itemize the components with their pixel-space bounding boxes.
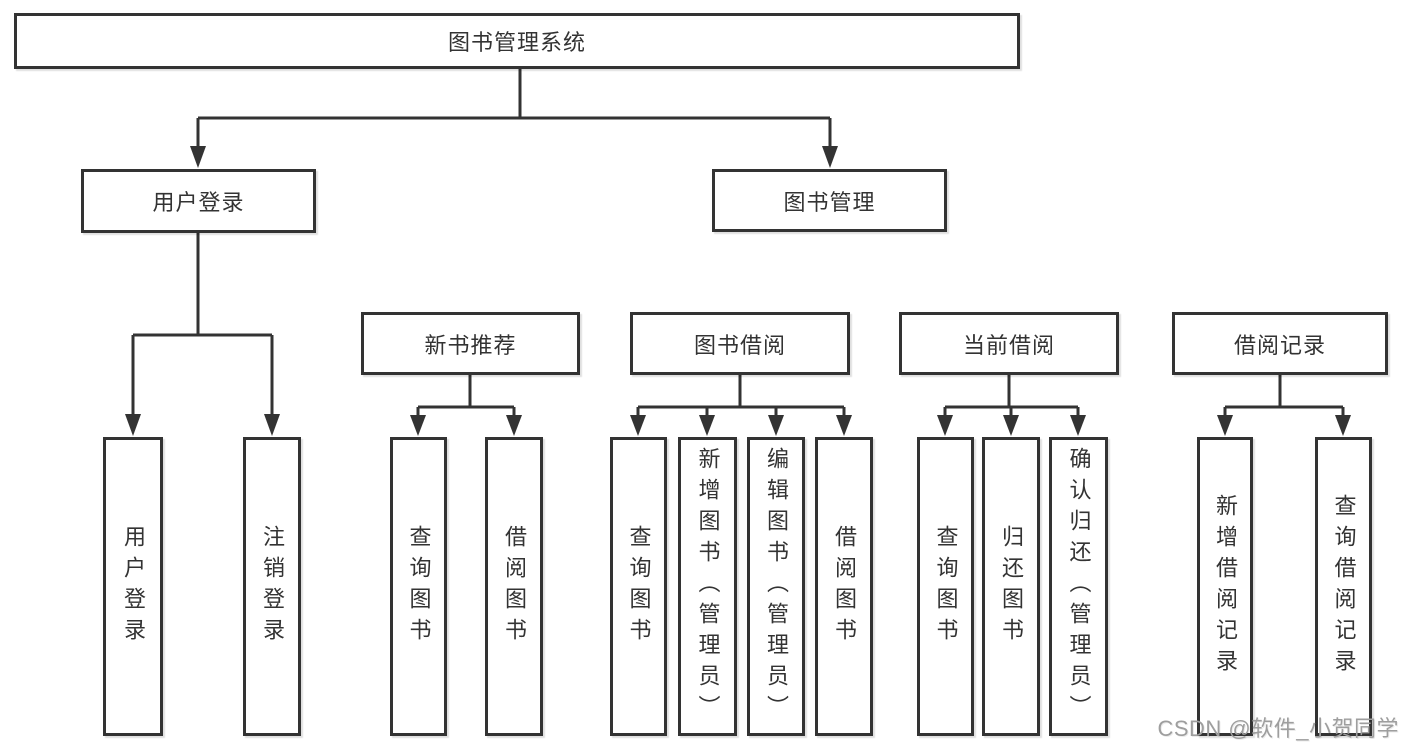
leaf-query-borrow-record: 查询借阅记录 bbox=[1315, 437, 1372, 736]
arrowheads bbox=[125, 146, 1351, 436]
node-current-borrow: 当前借阅 bbox=[899, 312, 1119, 375]
leaf-user-login: 用户登录 bbox=[103, 437, 163, 736]
leaf-borrow-query-book: 查询图书 bbox=[610, 437, 667, 736]
leaf-edit-book-admin-label: 编辑图书（管理员） bbox=[764, 447, 789, 726]
leaf-add-book-admin-label: 新增图书（管理员） bbox=[695, 447, 721, 726]
node-new-book-recommend: 新书推荐 bbox=[361, 312, 580, 375]
leaf-borrow-query-book-label: 查询图书 bbox=[626, 524, 652, 649]
connector-strokes bbox=[131, 69, 1345, 417]
node-new-book-recommend-label: 新书推荐 bbox=[424, 332, 517, 358]
leaf-logout-label: 注销登录 bbox=[260, 524, 285, 649]
node-current-borrow-label: 当前借阅 bbox=[962, 332, 1055, 358]
leaf-add-borrow-record: 新增借阅记录 bbox=[1197, 437, 1253, 736]
leaf-borrow-book-label: 借阅图书 bbox=[832, 524, 857, 649]
leaf-edit-book-admin: 编辑图书（管理员） bbox=[747, 437, 805, 736]
leaf-return-book-label: 归还图书 bbox=[999, 524, 1024, 649]
leaf-logout: 注销登录 bbox=[243, 437, 301, 736]
node-user-login: 用户登录 bbox=[81, 169, 316, 233]
leaf-recommend-query-book: 查询图书 bbox=[390, 437, 447, 736]
leaf-recommend-query-book-label: 查询图书 bbox=[406, 524, 432, 649]
node-borrow-record: 借阅记录 bbox=[1172, 312, 1388, 375]
leaf-current-query-book-label: 查询图书 bbox=[933, 524, 959, 649]
leaf-user-login-label: 用户登录 bbox=[121, 524, 146, 649]
node-borrow-record-label: 借阅记录 bbox=[1233, 332, 1326, 358]
leaf-recommend-borrow-book-label: 借阅图书 bbox=[502, 524, 527, 649]
leaf-recommend-borrow-book: 借阅图书 bbox=[485, 437, 543, 736]
leaf-confirm-return-admin: 确认归还（管理员） bbox=[1049, 437, 1108, 736]
csdn-watermark: CSDN @软件_小贺同学 bbox=[1157, 716, 1399, 741]
leaf-query-borrow-record-label: 查询借阅记录 bbox=[1331, 493, 1357, 680]
node-book-borrow: 图书借阅 bbox=[630, 312, 850, 375]
leaf-confirm-return-admin-label: 确认归还（管理员） bbox=[1066, 447, 1092, 726]
node-root-label: 图书管理系统 bbox=[447, 30, 586, 55]
leaf-current-query-book: 查询图书 bbox=[917, 437, 974, 736]
leaf-return-book: 归还图书 bbox=[982, 437, 1040, 736]
leaf-add-borrow-record-label: 新增借阅记录 bbox=[1213, 493, 1238, 680]
node-book-borrow-label: 图书借阅 bbox=[693, 332, 786, 358]
node-book-management-label: 图书管理 bbox=[783, 189, 876, 215]
node-user-login-label: 用户登录 bbox=[152, 190, 245, 215]
node-root-system: 图书管理系统 bbox=[14, 13, 1020, 69]
leaf-add-book-admin: 新增图书（管理员） bbox=[678, 437, 737, 736]
node-book-management: 图书管理 bbox=[712, 169, 947, 232]
leaf-borrow-book: 借阅图书 bbox=[815, 437, 873, 736]
